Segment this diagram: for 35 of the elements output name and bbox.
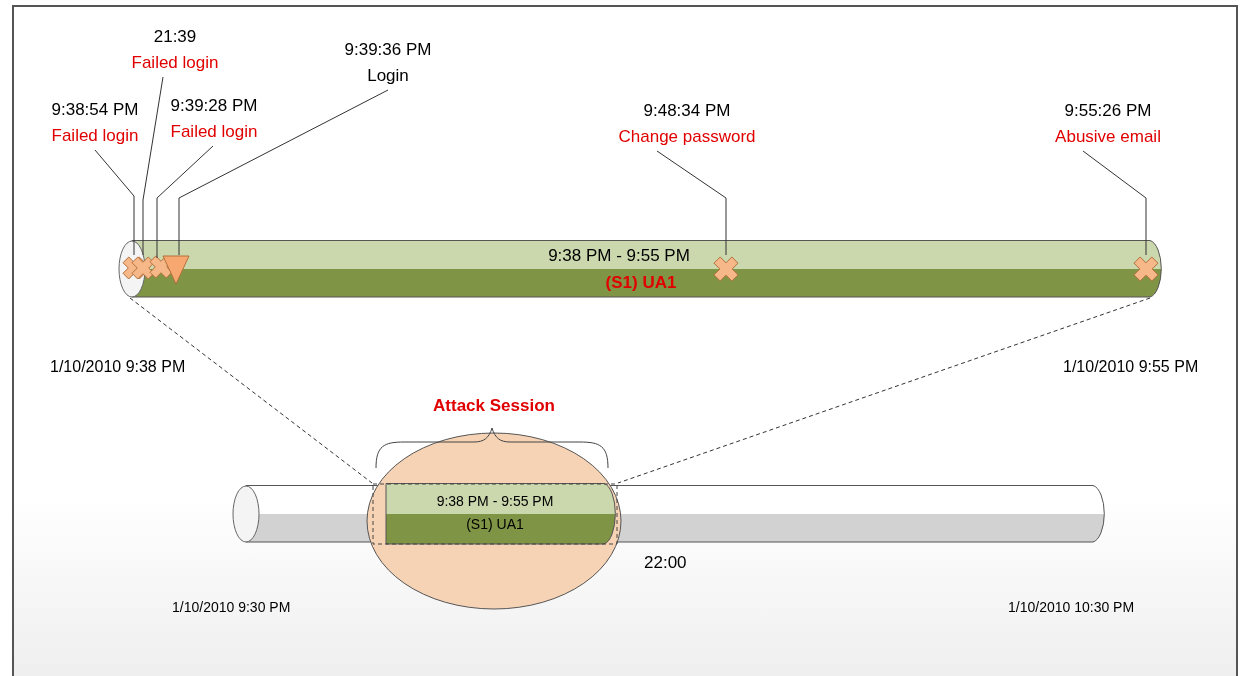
date-time-label: 1/10/2010 9:55 PM <box>1063 358 1199 376</box>
session-id: (S1) UA1 <box>466 516 524 532</box>
time-label: 22:00 <box>644 553 687 573</box>
timestamp: 9:39:36 PM <box>344 40 432 60</box>
session-id: (S1) UA1 <box>605 273 677 293</box>
triangle-icon <box>162 255 190 285</box>
leader-line <box>94 149 135 256</box>
zoom-line <box>129 297 373 484</box>
timestamp: 9:48:34 PM <box>643 101 731 121</box>
cross-icon <box>712 255 740 283</box>
time-range: 9:38 PM - 9:55 PM <box>548 246 690 266</box>
event-label: Failed login <box>131 53 219 73</box>
leader-line <box>656 150 727 256</box>
session-segment <box>372 483 618 545</box>
timestamp: 21:39 <box>153 27 197 47</box>
session-title: Attack Session <box>433 396 555 416</box>
event-label: Change password <box>618 127 756 147</box>
event-label: Failed login <box>51 126 139 146</box>
timestamp: 9:39:28 PM <box>170 96 258 116</box>
event-label: Login <box>367 66 409 86</box>
cross-icon <box>1132 255 1160 283</box>
zoom-line <box>617 297 1151 484</box>
leader-line <box>178 89 389 256</box>
date-time-label: 1/10/2010 9:38 PM <box>50 358 186 376</box>
timeline-bar <box>118 240 1164 298</box>
date-time-label: 1/10/2010 10:30 PM <box>1008 599 1135 615</box>
timestamp: 9:38:54 PM <box>51 100 139 120</box>
leader-line <box>142 76 164 256</box>
leader-line <box>1082 150 1147 256</box>
timestamp: 9:55:26 PM <box>1064 101 1152 121</box>
leader-line <box>156 145 214 259</box>
event-label: Abusive email <box>1055 127 1161 147</box>
event-label: Failed login <box>170 122 258 142</box>
time-range: 9:38 PM - 9:55 PM <box>436 493 554 509</box>
date-time-label: 1/10/2010 9:30 PM <box>172 599 291 615</box>
